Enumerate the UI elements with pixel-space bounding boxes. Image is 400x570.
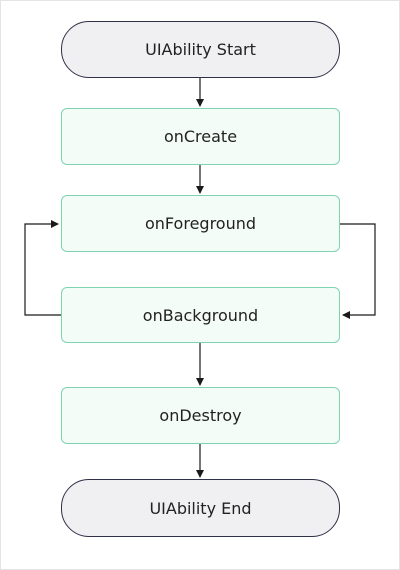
on-background-label: onBackground — [142, 305, 259, 325]
on-create-label: onCreate — [163, 127, 238, 146]
on-foreground-node: onForeground — [61, 195, 340, 252]
uiability-end-node: UIAbility End — [61, 479, 340, 537]
arrow-background-to-foreground — [24, 220, 61, 316]
on-destroy-label: onDestroy — [159, 406, 242, 425]
on-foreground-label: onForeground — [144, 214, 257, 233]
on-create-node: onCreate — [61, 108, 340, 165]
on-destroy-node: onDestroy — [61, 387, 340, 444]
on-background-node: onBackground — [61, 287, 340, 343]
uiability-start-node: UIAbility Start — [61, 21, 340, 78]
uiability-start-label: UIAbility Start — [145, 40, 256, 59]
uiability-end-label: UIAbility End — [149, 498, 252, 518]
arrow-foreground-to-background — [340, 223, 376, 319]
